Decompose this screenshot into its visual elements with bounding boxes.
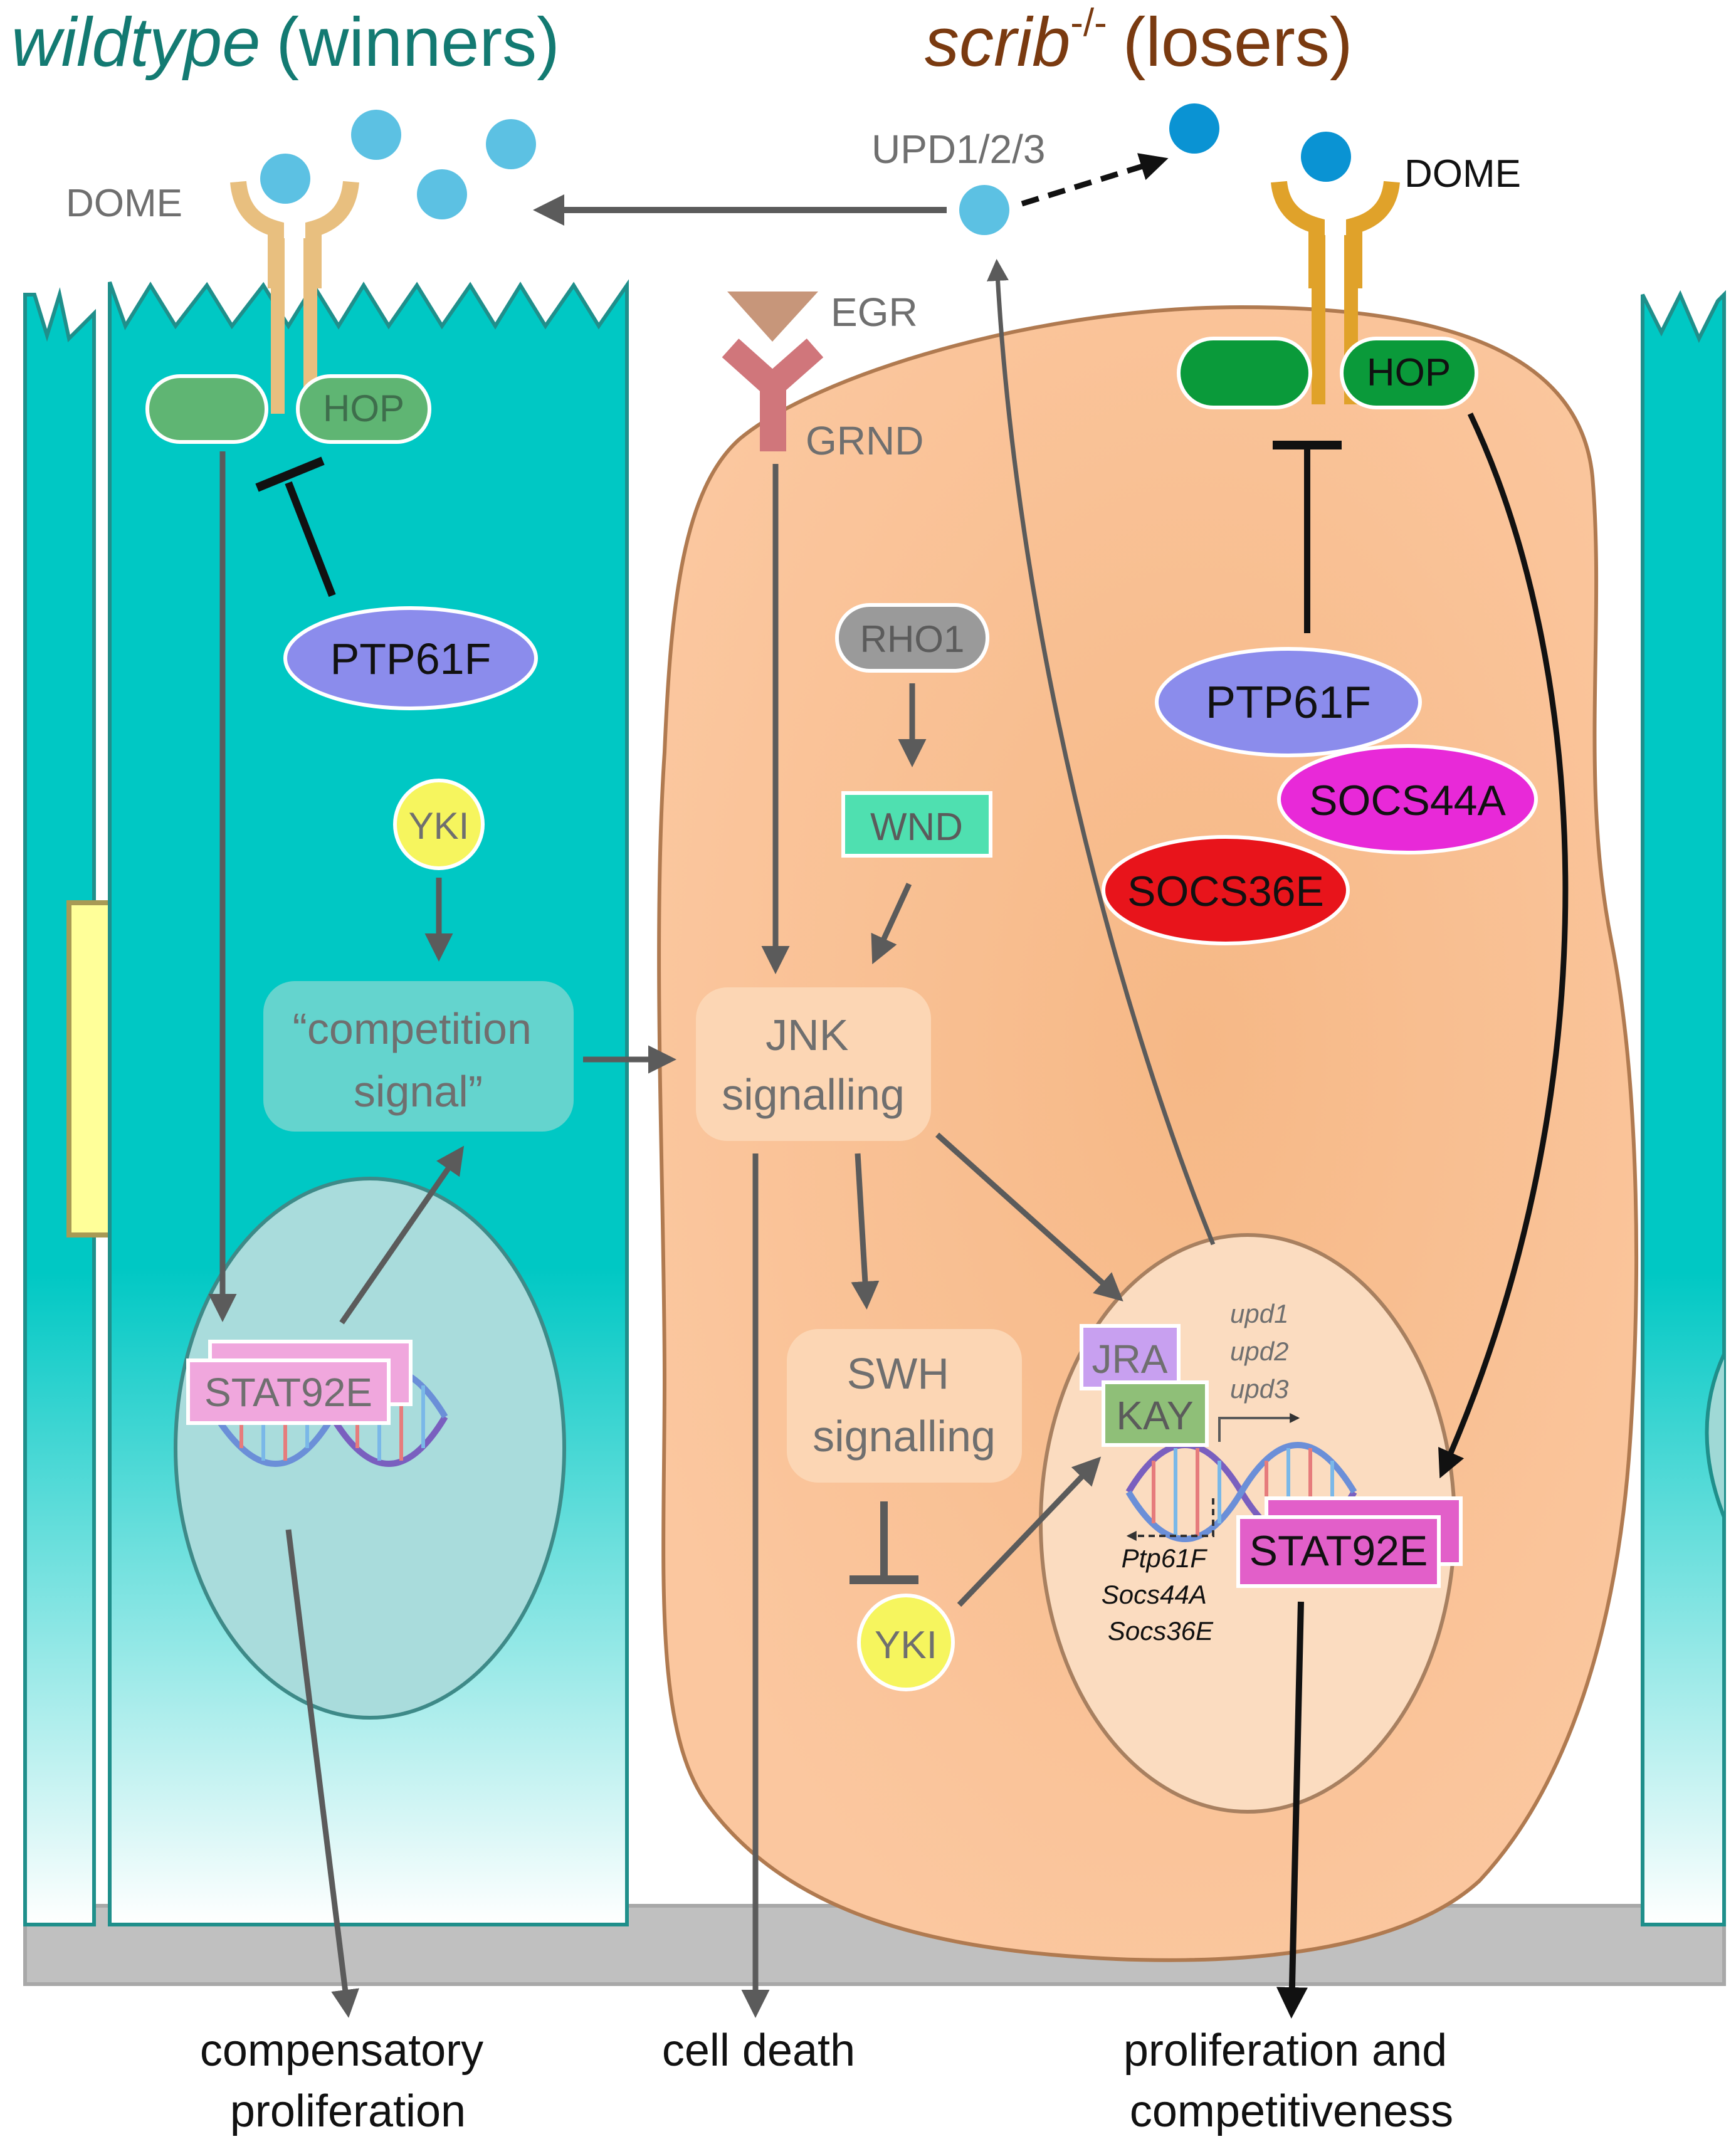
- upd-ligand: [351, 110, 401, 160]
- loser-dome-label: DOME: [1404, 152, 1521, 196]
- loser-outcome-label: proliferation and competitiveness: [1123, 2026, 1460, 2136]
- grnd-receptor: [722, 339, 824, 451]
- upd-genes-label: upd1 upd2 upd3: [1230, 1299, 1296, 1404]
- grnd-label: GRND: [806, 418, 923, 463]
- wnd-to-jnk-arrow: [871, 883, 912, 965]
- winner-stat-label: STAT92E: [204, 1370, 372, 1415]
- jra-label: JRA: [1092, 1337, 1168, 1382]
- kay: [1102, 1380, 1209, 1447]
- egr-ligand: [727, 292, 818, 342]
- kay-label: KAY: [1116, 1393, 1193, 1438]
- jnk-signalling-label: JNK signalling: [722, 1011, 905, 1119]
- wildtype-title: wildtype(winners): [11, 4, 560, 81]
- winner-outcome-label: compensatory proliferation: [200, 2026, 496, 2136]
- winner-hop-label: HOP: [323, 387, 404, 429]
- rho1: [835, 603, 989, 673]
- socs36e-label: SOCS36E: [1127, 868, 1324, 915]
- winner-dome-receptor: [230, 181, 359, 414]
- upd-ligand: [486, 119, 536, 169]
- loser-stat: [1236, 1515, 1441, 1588]
- feedback-transcription-arrow: [1126, 1498, 1214, 1541]
- jnk-to-swh-arrow: [851, 1153, 880, 1310]
- loser-hop-label: HOP: [1367, 351, 1451, 394]
- egr-label: EGR: [831, 290, 918, 335]
- winner-ptp61f: [283, 606, 538, 710]
- winner-yki-label: YKI: [409, 805, 470, 847]
- upd-ligand-loser: [1169, 103, 1219, 154]
- rho1-label: RHO1: [860, 618, 965, 660]
- yki-to-dna-arrow: [957, 1456, 1102, 1607]
- upd-transcription-arrow: [1218, 1413, 1300, 1442]
- upd-ligand: [959, 185, 1009, 235]
- right-neighbor-nucleus-edge: [1705, 1353, 1726, 1518]
- winner-jak-left: [145, 374, 268, 444]
- loser-ptp61f-label: PTP61F: [1206, 678, 1371, 728]
- socs36e: [1102, 835, 1350, 945]
- loser-outcome-arrow: [1276, 1601, 1308, 2019]
- winner-outcome-arrow: [285, 1529, 359, 2018]
- wnd: [841, 791, 992, 858]
- upd-ligand: [417, 169, 467, 219]
- upd-ligand-label: UPD1/2/3: [871, 127, 1045, 172]
- swh-signalling-box: [787, 1329, 1022, 1483]
- left-neighbor-cell: [23, 287, 96, 1926]
- socs44a-label: SOCS44A: [1309, 777, 1506, 824]
- scrib-title: scrib-/-(losers): [925, 1, 1352, 81]
- upd-ligand-bound-loser: [1301, 132, 1351, 182]
- jnk-signalling-box: [696, 987, 931, 1141]
- winner-yki: [393, 779, 485, 870]
- loser-hop-to-stat-arrow: [1438, 412, 1569, 1479]
- loser-yki: [857, 1594, 955, 1691]
- feedback-genes-label: Ptp61F Socs44A Socs36E: [1102, 1543, 1214, 1646]
- loser-jak-left: [1177, 337, 1312, 409]
- wnd-label: WND: [870, 806, 963, 849]
- loser-stat-label: STAT92E: [1249, 1527, 1428, 1575]
- winner-ptp-inhibition: [285, 481, 336, 597]
- competition-signal-box: [263, 981, 574, 1132]
- socs44a: [1277, 744, 1538, 854]
- ligand-autocrine-arrow: [1021, 153, 1169, 207]
- cell-death-label: cell death: [662, 2026, 855, 2076]
- winner-stat-to-signal-arrow: [339, 1145, 465, 1325]
- winner-nucleus: [174, 1177, 566, 1720]
- loser-hop: [1340, 337, 1478, 409]
- upd-secretion-arrow: [986, 259, 1216, 1246]
- loser-ptp61f: [1155, 647, 1422, 757]
- competition-signal-label: “competition signal”: [293, 1004, 544, 1116]
- jnk-to-nucleus-arrow: [935, 1132, 1123, 1302]
- upd-ligand-bound-winner: [260, 154, 310, 204]
- loser-yki-label: YKI: [875, 1624, 937, 1667]
- winner-ptp61f-label: PTP61F: [330, 634, 492, 683]
- winner-ptp-inhibition-bar: [255, 456, 325, 492]
- right-neighbor-cell: [1641, 290, 1726, 1926]
- winner-stat: [186, 1358, 391, 1425]
- swh-signalling-label: SWH signalling: [813, 1349, 996, 1461]
- winner-dome-label: DOME: [66, 182, 182, 225]
- winner-hop: [296, 374, 431, 444]
